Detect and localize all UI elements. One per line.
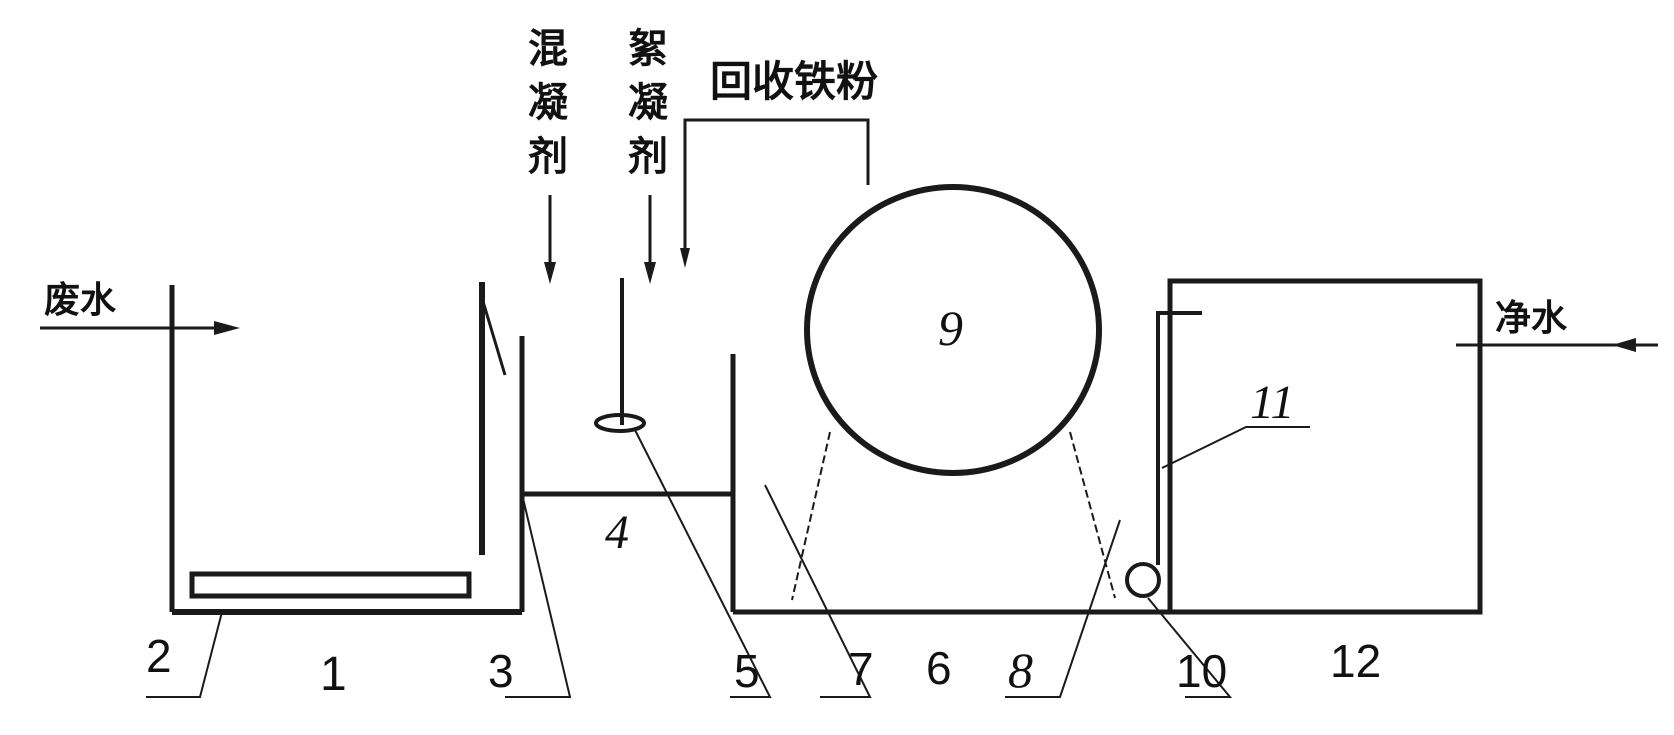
number-7: 7	[848, 643, 874, 695]
coagulant-feed-arrow	[544, 195, 556, 284]
coagulant-char-2: 凝	[528, 80, 568, 126]
coagulant-char-1: 混	[528, 26, 568, 72]
recover-iron-bracket	[680, 118, 870, 268]
wastewater-label: 废水	[44, 280, 117, 321]
number-3: 3	[488, 645, 514, 697]
flocculant-feed-arrow	[644, 195, 656, 284]
number-2: 2	[146, 630, 172, 682]
leader-lines	[146, 426, 1310, 698]
number-5: 5	[734, 645, 760, 697]
magnetic-drum-9	[804, 184, 1102, 476]
number-12: 12	[1330, 635, 1381, 687]
outlet-arrow	[1456, 338, 1658, 352]
number-4: 4	[605, 506, 629, 559]
flocculant-label: 絮 凝 剂	[628, 26, 668, 180]
clean-water-tank-12	[1167, 278, 1483, 615]
number-9: 9	[938, 300, 963, 356]
number-1: 1	[320, 648, 347, 701]
flocculant-char-1: 絮	[628, 26, 668, 72]
number-10: 10	[1176, 645, 1227, 697]
inlet-arrow	[40, 321, 240, 335]
number-6: 6	[926, 642, 952, 694]
clean-water-label: 净水	[1495, 298, 1568, 339]
overflow-pipe-11	[1156, 311, 1202, 565]
stirrer-5	[594, 278, 646, 433]
pump-10	[1125, 562, 1161, 598]
recover-iron-label: 回收铁粉	[710, 57, 878, 106]
coagulant-label: 混 凝 剂	[528, 26, 568, 180]
tank-1	[169, 282, 525, 615]
number-11: 11	[1250, 376, 1294, 429]
separation-tank-6	[730, 354, 1168, 615]
coagulant-char-3: 剂	[528, 134, 568, 180]
flocculant-char-2: 凝	[628, 80, 668, 126]
number-8: 8	[1008, 642, 1033, 698]
flocculant-char-3: 剂	[628, 134, 668, 180]
aerator-bar-2	[189, 571, 472, 599]
